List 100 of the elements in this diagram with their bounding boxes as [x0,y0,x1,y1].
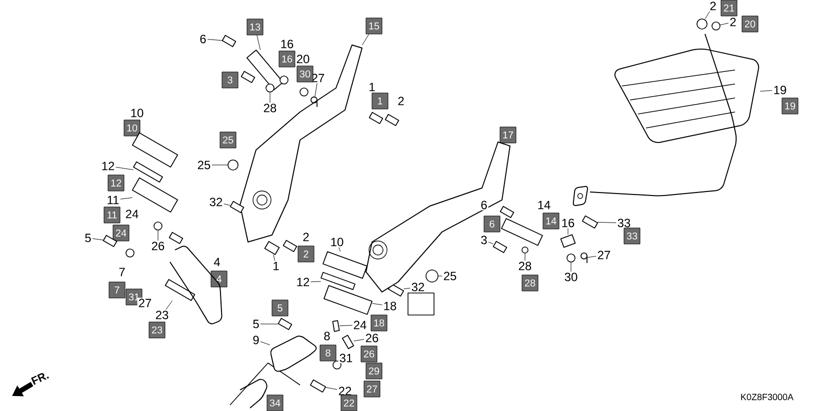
leader-line [224,204,230,206]
callout-number: 22 [340,394,358,411]
callout-number: 20 [742,16,758,32]
callout-number: 10 [329,236,345,248]
callout-number: 7 [118,266,126,278]
footpeg-bracket [270,336,317,372]
callout-number: 9 [252,334,260,346]
washer [712,22,720,30]
callout-number: 2 [708,0,718,12]
callout-number: 3 [222,72,238,88]
callout-number: 33 [616,218,632,228]
callout-number: 16 [278,50,296,68]
callout-number: 2 [728,16,738,28]
washer [332,360,342,370]
leader-line [760,90,772,92]
washer [300,88,308,96]
bolt [222,34,236,48]
callout-number: 26 [360,346,378,362]
plate [560,234,576,248]
empty-box [408,292,434,316]
callout-number: 12 [100,160,116,172]
bolt [582,215,598,229]
callout-number: 17 [500,126,516,144]
washer [266,84,274,92]
callout-number: 2 [298,246,314,262]
leader-line [720,22,729,26]
callout-number: 32 [208,196,224,208]
callout-number: 12 [295,276,311,288]
callout-number: 16 [560,218,576,228]
callout-number: 24 [112,224,130,242]
leader-line [260,341,270,346]
bolt [368,112,384,124]
callout-number: 14 [542,212,560,230]
bolt [230,200,244,214]
leader-line [212,164,228,166]
callout-number: 27 [596,250,612,260]
end-cap [696,18,708,30]
bolt [384,114,400,126]
callout-number: 18 [370,314,388,332]
callout-number: 5 [84,232,92,244]
bushing [264,241,280,255]
leader-line [207,39,222,41]
callout-number: 21 [720,0,738,16]
callout-number: 20 [295,54,311,64]
callout-number: 3 [480,234,488,246]
callout-number: 19 [772,84,788,96]
callout-number: 2 [396,96,406,106]
callout-number: 11 [106,194,120,206]
callout-number: 10 [124,120,140,136]
washer [126,248,134,258]
callout-number: 4 [212,256,222,268]
spring-clip [580,252,588,264]
leader-line [326,387,338,390]
leader-line [338,247,341,252]
callout-number: 1 [368,82,376,92]
callout-number: 18 [382,300,398,312]
leader-line [362,34,370,46]
heel-guard [170,246,222,324]
callout-number: 28 [517,260,533,272]
bolt [500,206,514,218]
callout-number: 13 [246,18,264,36]
mounting-plate [572,186,588,206]
callout-number: 8 [322,330,332,342]
bolt [168,232,184,244]
nut [228,160,238,170]
callout-number: 15 [366,18,382,34]
bolt [342,334,354,350]
callout-number: 19 [782,98,798,114]
leader-line [570,262,572,272]
leader-line [524,252,526,261]
drawing-code: K0Z8F3000A [741,394,794,400]
leader-line [372,303,382,306]
callout-number: 5 [252,318,260,330]
nut [426,270,438,282]
bolt [282,240,298,252]
leader-line [704,11,710,20]
callout-number: 23 [148,322,166,338]
callout-number: 29 [366,362,382,380]
callout-number: 10 [129,108,145,118]
bolt [240,70,256,84]
leader-line [598,222,616,223]
plate [133,161,163,183]
bolt [492,240,508,254]
footpeg [322,251,368,279]
callout-number: 11 [104,206,120,224]
footpeg [501,218,543,246]
callout-number: 6 [480,200,488,210]
bolt [164,279,196,301]
callout-number: 12 [108,174,124,192]
bolt [310,379,326,393]
leader-line [273,254,276,261]
washer [566,254,576,262]
callout-number: 24 [352,320,368,330]
direction-label: FR. [31,373,49,385]
callout-number: 31 [338,352,354,364]
callout-number: 26 [150,240,166,252]
callout-number: 1 [372,92,388,110]
footpeg [246,50,284,90]
leader-line [166,300,173,310]
leader-line [256,35,261,50]
